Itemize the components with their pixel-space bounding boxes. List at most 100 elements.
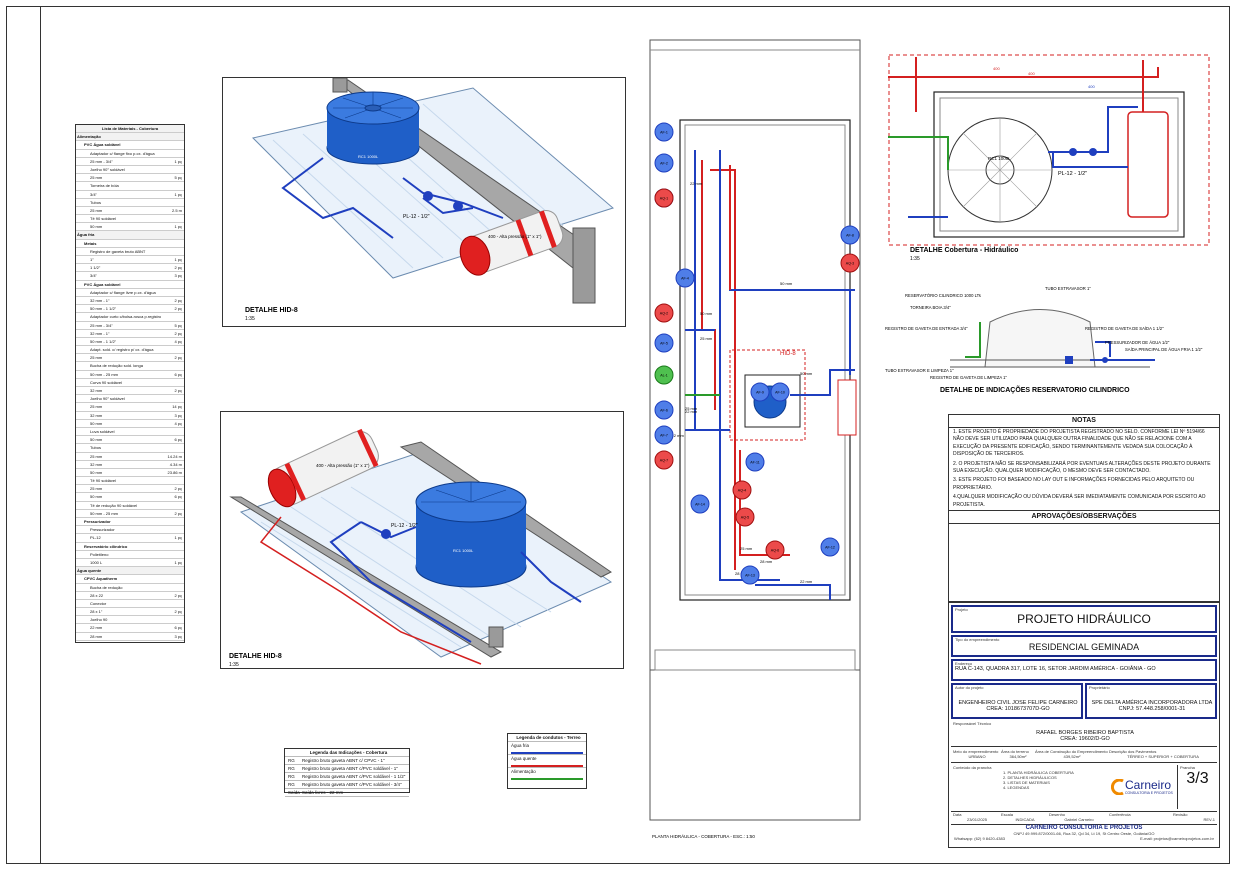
- material-row: Adaptador curto c/bolsa-rosca p.registro: [76, 313, 184, 322]
- material-row: Luva soldável: [76, 428, 184, 437]
- logo: Carneiro CONSULTORIA E PROJETOS: [1111, 765, 1175, 809]
- bubble: [654, 400, 674, 420]
- material-row: 25 mm - 3/4"1 pç: [76, 158, 184, 166]
- project-label: Projeto: [955, 607, 968, 612]
- author-box: Autor do projeto ENGENHEIRO CIVIL JOSE F…: [951, 683, 1083, 719]
- material-row: Pressurizador: [76, 518, 184, 527]
- material-row: 50 mm - 1 1/2"4 pç: [76, 338, 184, 347]
- material-row: Joelho 90: [76, 616, 184, 625]
- reservoir-detail-title: DETALHE DE INDICAÇÕES RESERVATORIO CILIN…: [940, 385, 1130, 394]
- material-row: Tê 90 soldável: [76, 215, 184, 224]
- plan-view: HID-8 50 mm 50 mm 25 mm 22 mm 28 mm 25 m…: [640, 30, 870, 840]
- land-area-value: 364,50m²: [1009, 754, 1027, 759]
- detail-hid8-bottom-drawing: 400 - Alta pressão (1" x 1") RC1 1000L P…: [229, 428, 613, 668]
- firm-box: CARNEIRO CONSULTORIA E PROJETOS CNPJ 49.…: [951, 825, 1217, 847]
- bubble-label: AF-12: [825, 546, 835, 550]
- responsible-label: Responsável Técnico: [953, 721, 992, 726]
- tank-label: RC1 1000L: [358, 154, 379, 159]
- detail-hid8-top-drawing: RC1 1000L PL-12 - 1/2" 400 - Alta pressã…: [245, 77, 615, 322]
- bubble-label: AF-11: [750, 461, 760, 465]
- detail-title: DETALHE HID-8: [245, 307, 298, 314]
- contents-item: 3. LISTAS DE MATERIAIS: [1003, 780, 1050, 785]
- firm-name: CARNEIRO CONSULTORIA E PROJETOS: [1025, 825, 1143, 831]
- owner-box: Proprietário SPE DELTA AMÉRICA INCORPORA…: [1085, 683, 1217, 719]
- bubble-label: AF-4: [681, 277, 689, 281]
- detail-scale: 1:35: [245, 316, 255, 322]
- detail-hid8-bottom: 400 - Alta pressão (1" x 1") RC1 1000L P…: [220, 411, 624, 669]
- note-3: 3. ESTE PROJETO FOI BASEADO NO LAY OUT E…: [953, 477, 1195, 491]
- author-label: Autor do projeto: [955, 685, 984, 690]
- address-box: Endereço RUA C-143, QUADRA 317, LOTE 16,…: [951, 659, 1217, 681]
- bubble-label: AL-1: [660, 374, 668, 378]
- owner-name: SPE DELTA AMÉRICA INCORPORADORA LTDA: [1091, 700, 1213, 706]
- bubble-label: AF-1: [660, 131, 668, 135]
- built-area-label: Área de Construção do Empreendimento: [1035, 749, 1108, 754]
- pump-label: PL-12 - 1/2": [391, 523, 418, 529]
- dim-label: 400: [993, 66, 1000, 71]
- responsible-box: Responsável Técnico RAFAEL BORGES RIBEIR…: [951, 721, 1217, 747]
- material-row: Alimentação: [76, 133, 184, 142]
- material-row: CPVC Aquatherm: [76, 575, 184, 584]
- detail-hid8-top: RC1 1000L PL-12 - 1/2" 400 - Alta pressã…: [222, 77, 626, 327]
- material-list-title: Lista de Materiais - Cobertura: [76, 125, 184, 134]
- material-row: Adapt. sold. c/ registro p/ cx. d'água: [76, 346, 184, 355]
- pipe-label: 22 mm: [800, 579, 813, 584]
- material-row: Joelho 90° soldável: [76, 395, 184, 404]
- floors-label: Descrição dos Pavimentos: [1109, 749, 1157, 754]
- material-row: Tê 90 soldável: [76, 477, 184, 486]
- use-value: URBANO: [968, 754, 986, 759]
- note-4: 4.QUALQUER MODIFICAÇÃO OU DÚVIDA DEVERÁ …: [953, 494, 1206, 508]
- material-row: Água quente: [76, 567, 184, 576]
- cobertura-detail: RC1 1000L PL-12 - 1/2" 400 400 400 DETAL…: [888, 52, 1218, 264]
- pipe-label: 50 mm: [780, 281, 793, 286]
- date-label: Data: [953, 812, 962, 817]
- sheet-number: 3/3: [1186, 770, 1209, 787]
- firm-whatsapp: Whatsapp: (62) 9 8420-4383: [954, 836, 1005, 841]
- res-label: PRESSURIZADOR DE ÁGUA 1/2": [1105, 340, 1170, 345]
- pipe-label: 50 mm: [700, 311, 713, 316]
- floors-value: TÉRREO + SUPERIOR + COBERTURA: [1127, 754, 1199, 759]
- material-row: 25 mm - 3/4"5 pç: [76, 322, 184, 330]
- legend-conduit-hot: Água quente: [508, 755, 586, 768]
- pipe-label: 28 mm: [760, 559, 773, 564]
- material-row: 1"1 pç: [76, 256, 184, 265]
- reservoir-detail-drawing: RESERVATÓRIO CILINDRICO 1000 LTs TUBO EX…: [885, 286, 1203, 394]
- bubble: [840, 225, 860, 245]
- binding-margin: [40, 6, 41, 864]
- sheet-border: [6, 6, 1230, 864]
- material-row: Água fria: [76, 231, 184, 240]
- material-row: PVC Água soldável: [76, 281, 184, 289]
- cobertura-detail-scale: 1:35: [910, 256, 920, 262]
- bubble-label: AQ-4: [738, 489, 746, 493]
- material-list: Lista de Materiais - Cobertura Alimentaç…: [75, 124, 185, 643]
- legend-conduits-title: Legenda de condutos - Terreo: [508, 734, 586, 742]
- legend-conduits: Legenda de condutos - Terreo Água fria Á…: [507, 733, 587, 789]
- bubble: [770, 382, 790, 402]
- firm-email[interactable]: E-mail: projetos@carneiroprojetos.com.br: [1140, 836, 1214, 841]
- scale-label: Escala: [1001, 812, 1014, 817]
- bubble-label: AF-10: [775, 391, 785, 395]
- res-label: REGISTRO DE GAVETA DE ENTRADA 3/4": [885, 326, 968, 331]
- res-label: SAÍDA PRINCIPAL DE ÁGUA FRIA 1 1/2": [1125, 347, 1203, 352]
- bubble-label: AQ-7: [660, 459, 668, 463]
- material-row: Metais: [76, 240, 184, 248]
- material-row: 32 mm - 1"2 pç: [76, 330, 184, 338]
- bubble: [732, 480, 752, 500]
- heater-label: 400 - Alta pressão (1" x 1"): [488, 234, 542, 239]
- bubble: [654, 153, 674, 173]
